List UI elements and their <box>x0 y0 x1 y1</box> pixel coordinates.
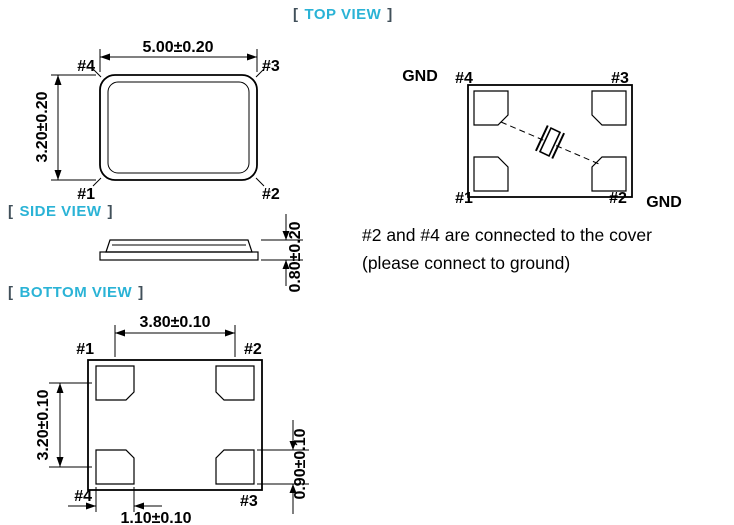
dim-bottom-pad-width: 1.10±0.10 <box>120 510 191 525</box>
dim-bottom-pitch-x: 3.80±0.10 <box>139 314 210 331</box>
bottom-view-pin-bottom-right: #3 <box>240 493 258 510</box>
dim-top-width: 5.00±0.20 <box>142 39 213 56</box>
note-line-1: #2 and #4 are connected to the cover <box>362 225 652 245</box>
dim-top-height: 3.20±0.20 <box>34 91 51 162</box>
schematic-outline <box>467 84 633 198</box>
bottom-outline <box>87 359 263 491</box>
top-view-height-dimension: 3.20±0.20 <box>34 74 96 181</box>
schematic-drawing: GND #4 #3 #1 #2 GND <box>402 68 682 211</box>
schematic-pad-top-left <box>473 90 509 126</box>
top-view-width-dimension: 5.00±0.20 <box>99 39 258 72</box>
bottom-view-pitch-x-dimension: 3.80±0.10 <box>114 314 236 357</box>
pad-top-right <box>215 365 255 401</box>
pad-bottom-right <box>215 449 255 485</box>
schematic-pad-bottom-left <box>473 156 509 192</box>
bracket-open: [ <box>293 6 299 23</box>
side-view-thickness-dimension: 0.80±0.20 <box>261 214 304 293</box>
corner-tick <box>255 177 265 187</box>
side-view-drawing: 0.80±0.20 <box>99 214 304 293</box>
bracket-open: [ <box>8 203 14 220</box>
crystal-symbol <box>535 125 565 159</box>
dim-bottom-pitch-y: 3.20±0.10 <box>35 389 52 460</box>
corner-tick <box>92 68 102 78</box>
corner-tick <box>255 68 265 78</box>
bracket-close: ] <box>138 284 144 301</box>
bracket-close: ] <box>107 203 114 220</box>
top-view-pin-top-right: #3 <box>262 58 280 75</box>
schematic-pad-top-right <box>591 90 627 126</box>
dim-side-thickness: 0.80±0.20 <box>287 221 304 292</box>
bottom-view-pin-top-right: #2 <box>244 341 262 358</box>
ground-note: #2 and #4 are connected to the cover (pl… <box>362 221 722 277</box>
gnd-label-top: GND <box>402 68 438 85</box>
bottom-view-pin-bottom-left: #4 <box>74 488 92 505</box>
bracket-close: ] <box>387 6 393 23</box>
bottom-view-label: [ BOTTOM VIEW ] <box>8 284 144 301</box>
base-plate <box>99 251 259 261</box>
gnd-label-bottom: GND <box>646 194 682 211</box>
lid-outline <box>107 81 250 174</box>
schematic-pin-bottom-left: #1 <box>455 190 473 207</box>
package-outline <box>99 74 258 181</box>
schematic-pin-bottom-right: #2 <box>609 190 627 207</box>
schematic-pin-top-left: #4 <box>455 70 473 87</box>
dim-bottom-pad-height: 0.90±0.10 <box>292 428 309 499</box>
bottom-view-pad-height-dimension: 0.90±0.10 <box>257 420 309 514</box>
top-view-pin-bottom-right: #2 <box>262 186 280 203</box>
bottom-view-pad-width-dimension: 1.10±0.10 <box>68 487 192 525</box>
top-view-label: [ TOP VIEW ] <box>293 6 393 23</box>
corner-tick <box>92 177 102 187</box>
bottom-view-drawing: #1 #2 #4 #3 3.80±0.10 3.20±0.10 <box>35 314 309 525</box>
top-view-pin-bottom-left: #1 <box>77 186 95 203</box>
lid-profile <box>105 239 253 253</box>
bracket-open: [ <box>8 284 14 301</box>
top-view-pin-top-left: #4 <box>77 58 95 75</box>
bottom-view-pitch-y-dimension: 3.20±0.10 <box>35 382 92 468</box>
bottom-view-pin-top-left: #1 <box>76 341 94 358</box>
schematic-pad-bottom-right <box>591 156 627 192</box>
side-view-label: [ SIDE VIEW ] <box>8 203 114 220</box>
note-line-2: (please connect to ground) <box>362 253 571 273</box>
schematic-pin-top-right: #3 <box>611 70 629 87</box>
pad-top-left <box>95 365 135 401</box>
top-view-drawing: 5.00±0.20 3.20±0.20 #4 #3 #1 #2 <box>34 39 280 203</box>
pad-bottom-left <box>95 449 135 485</box>
